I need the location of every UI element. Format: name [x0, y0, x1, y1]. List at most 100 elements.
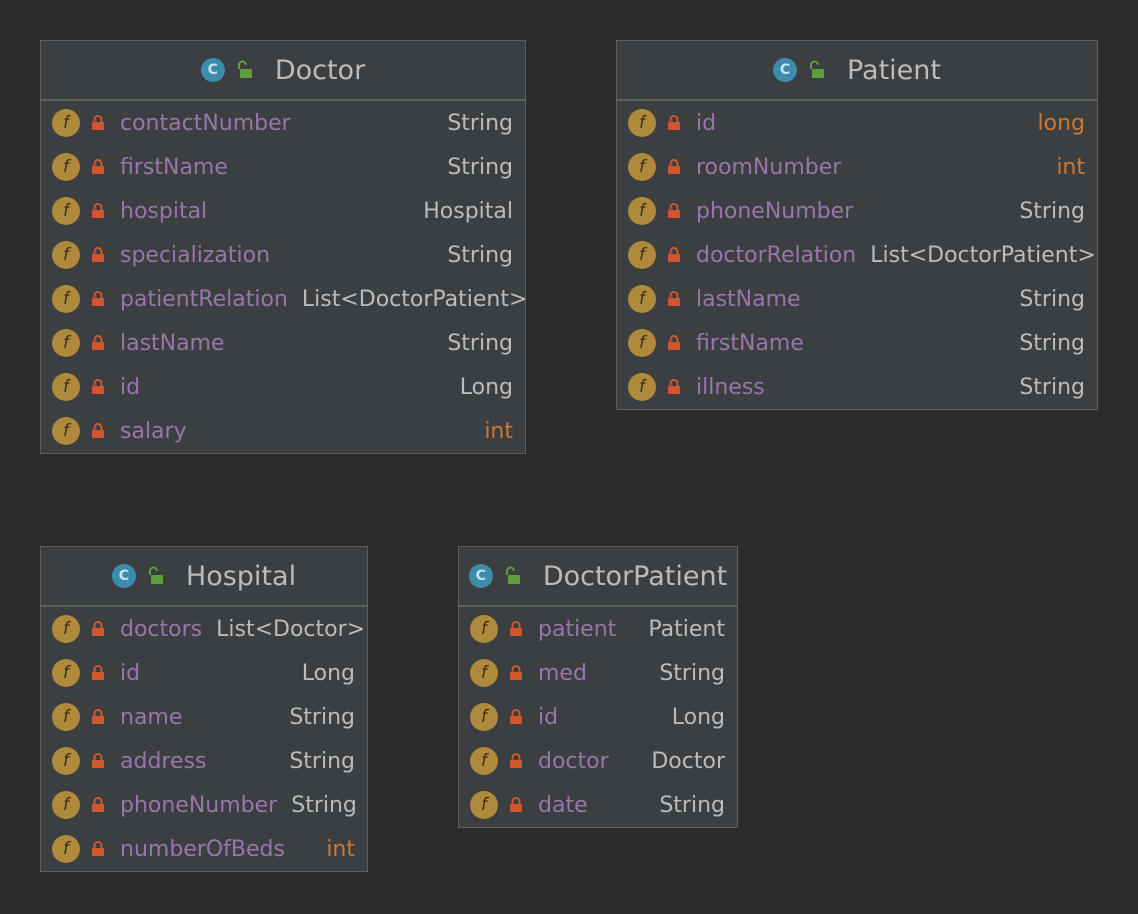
lock-icon	[91, 115, 105, 131]
field-type: String	[291, 792, 357, 818]
field-icon: f	[52, 241, 80, 269]
field-name: address	[120, 748, 207, 774]
field-icon: f	[628, 329, 656, 357]
field-type: int	[1056, 154, 1085, 180]
lock-icon	[667, 247, 681, 263]
field-type: Long	[459, 374, 513, 400]
field-row[interactable]: f doctors List<Doctor>	[41, 607, 367, 651]
field-name: lastName	[696, 286, 801, 312]
field-row[interactable]: f name String	[41, 695, 367, 739]
field-type: String	[289, 704, 355, 730]
field-type: Long	[671, 704, 725, 730]
class-name: Doctor	[274, 54, 366, 86]
field-icon: f	[52, 703, 80, 731]
lock-icon	[91, 841, 105, 857]
field-row[interactable]: f lastName String	[41, 321, 525, 365]
lock-icon	[91, 379, 105, 395]
lock-icon	[91, 753, 105, 769]
field-icon: f	[52, 197, 80, 225]
field-type: List<DoctorPatient>	[870, 242, 1096, 268]
field-icon: f	[628, 241, 656, 269]
field-icon: f	[52, 791, 80, 819]
field-name: id	[120, 660, 141, 686]
field-name: id	[538, 704, 559, 730]
field-icon: f	[470, 659, 498, 687]
field-icon: f	[52, 417, 80, 445]
lock-icon	[91, 665, 105, 681]
field-name: doctorRelation	[696, 242, 857, 268]
field-icon: f	[52, 615, 80, 643]
field-icon: f	[628, 109, 656, 137]
lock-icon	[91, 247, 105, 263]
lock-icon	[667, 379, 681, 395]
field-name: date	[538, 792, 588, 818]
field-icon: f	[52, 373, 80, 401]
field-type: int	[326, 836, 355, 862]
class-icon: C	[200, 58, 225, 82]
field-type: Patient	[648, 616, 725, 642]
field-name: illness	[696, 374, 765, 400]
field-name: lastName	[120, 330, 225, 356]
field-row[interactable]: f firstName String	[41, 145, 525, 189]
field-icon: f	[52, 329, 80, 357]
lock-icon	[667, 203, 681, 219]
lock-icon	[667, 115, 681, 131]
field-icon: f	[52, 153, 80, 181]
lock-icon	[91, 291, 105, 307]
field-icon: f	[52, 659, 80, 687]
field-type: List<Doctor>	[216, 616, 366, 642]
class-name: DoctorPatient	[542, 560, 728, 592]
unlock-icon	[146, 566, 164, 586]
field-name: phoneNumber	[696, 198, 854, 224]
field-type: String	[1019, 198, 1085, 224]
class-icon: C	[772, 58, 797, 82]
field-type: String	[447, 330, 513, 356]
field-type: String	[447, 110, 513, 136]
field-name: med	[538, 660, 587, 686]
field-type: String	[1019, 286, 1085, 312]
field-type: int	[484, 418, 513, 444]
field-name: specialization	[120, 242, 271, 268]
field-type: String	[289, 748, 355, 774]
lock-icon	[91, 621, 105, 637]
lock-icon	[91, 709, 105, 725]
field-type: Hospital	[423, 198, 513, 224]
lock-icon	[91, 203, 105, 219]
field-icon: f	[52, 285, 80, 313]
field-row[interactable]: f doctorRelation List<DoctorPatient>	[617, 233, 1097, 277]
field-name: firstName	[120, 154, 228, 180]
field-icon: f	[470, 791, 498, 819]
field-name: patient	[538, 616, 617, 642]
field-name: contactNumber	[120, 110, 291, 136]
class-name: Patient	[846, 54, 941, 86]
field-name: name	[120, 704, 183, 730]
field-type: String	[447, 154, 513, 180]
field-name: roomNumber	[696, 154, 842, 180]
field-name: doctors	[120, 616, 203, 642]
